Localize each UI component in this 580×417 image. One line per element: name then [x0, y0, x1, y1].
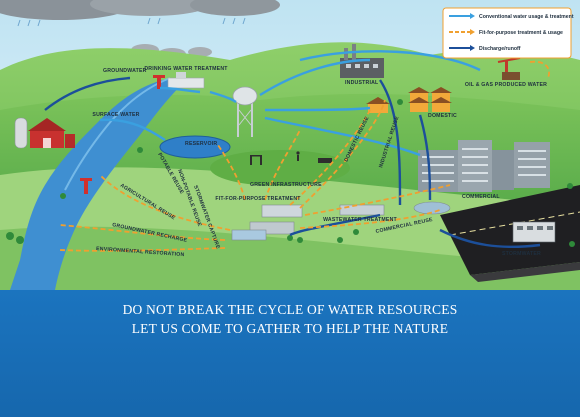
- river: [10, 78, 185, 290]
- water-cycle-diagram: GROUNDWATER DRINKING WATER TREATMENT SUR…: [0, 0, 580, 290]
- label-wastewater-treatment: WASTEWATER TREATMENT: [323, 217, 397, 223]
- label-commercial: COMMERCIAL: [462, 194, 500, 200]
- legend: Conventional water usage & treatment Fit…: [442, 7, 574, 59]
- caption-line-1: DO NOT BREAK THE CYCLE OF WATER RESOURCE…: [122, 302, 458, 317]
- stormwater-road: [440, 185, 580, 275]
- treatment-plants: [231, 201, 451, 241]
- caption-line-2: LET US COME TO GATHER TO HELP THE NATURE: [131, 321, 449, 336]
- farm: [14, 117, 75, 149]
- water-pumps: [80, 75, 165, 194]
- reservoir-pond: [159, 135, 231, 159]
- water-tower: [232, 86, 258, 137]
- domestic-houses: [366, 87, 452, 113]
- label-green-infrastructure: GREEN INFRASTRUCTURE: [250, 182, 322, 188]
- label-oil-gas: OIL & GAS PRODUCED WATER: [465, 82, 547, 88]
- label-groundwater: GROUNDWATER: [103, 68, 147, 74]
- legend-label-conventional: Conventional water usage & treatment: [479, 14, 574, 20]
- label-surface-water: SURFACE WATER: [92, 112, 139, 118]
- discharge-flows: [44, 76, 541, 249]
- label-reservoir: RESERVOIR: [185, 141, 217, 147]
- caption-banner: DO NOT BREAK THE CYCLE OF WATER RESOURCE…: [0, 290, 580, 417]
- legend-label-discharge: Discharge/runoff: [479, 46, 521, 52]
- legend-box: [442, 7, 572, 59]
- label-domestic: DOMESTIC: [428, 113, 457, 119]
- commercial-buildings: [418, 140, 556, 243]
- trees: [6, 99, 575, 247]
- legend-label-fit-for-purpose: Fit-for-purpose treatment & usage: [479, 30, 563, 36]
- park-figures: [250, 151, 332, 165]
- label-drinking-water-treatment: DRINKING WATER TREATMENT: [144, 66, 228, 72]
- conventional-flows: [99, 50, 481, 157]
- legend-arrow-fit-for-purpose: [470, 29, 475, 35]
- drinking-water-plant: [167, 72, 205, 89]
- label-fit-for-purpose-treatment: FIT-FOR-PURPOSE TREATMENT: [215, 196, 301, 202]
- label-industrial: INDUSTRIAL: [345, 80, 379, 86]
- label-stormwater: STORMWATER: [502, 251, 541, 257]
- fit-for-purpose-flows: [59, 60, 550, 252]
- legend-arrow-discharge: [470, 45, 475, 51]
- storm-clouds: [0, 0, 280, 27]
- green-infrastructure-park: [210, 150, 350, 186]
- oil-gas-pumpjack: [497, 57, 521, 80]
- legend-arrow-conventional: [470, 13, 475, 19]
